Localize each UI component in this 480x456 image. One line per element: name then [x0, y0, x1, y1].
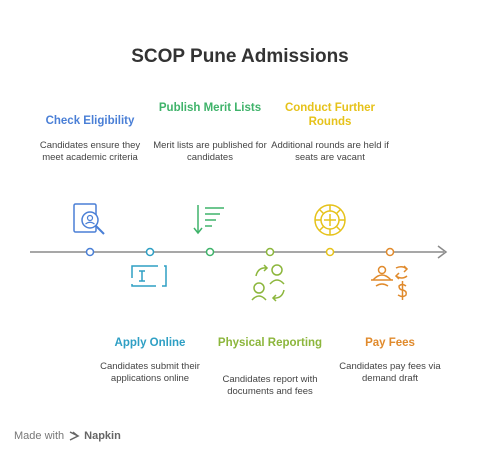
- step-pay-desc: Candidates pay fees via demand draft: [339, 361, 441, 384]
- step-check-desc: Candidates ensure they meet academic cri…: [39, 140, 141, 163]
- footer-prefix: Made with: [14, 430, 65, 442]
- timeline-arrowhead: [437, 245, 448, 259]
- people-exchange-icon: [251, 264, 285, 302]
- timeline-dot-pay: [385, 247, 395, 257]
- page-title: SCOP Pune Admissions: [131, 46, 349, 67]
- step-physical-desc: Candidates report with documents and fee…: [222, 374, 318, 397]
- step-pay-title: Pay Fees: [365, 337, 415, 349]
- sorted-list-icon: [193, 205, 224, 235]
- step-physical-title: Physical Reporting: [217, 337, 323, 349]
- timeline-dot-conduct: [325, 247, 335, 257]
- text-cursor-icon: [131, 265, 167, 287]
- timeline-dot-apply: [145, 247, 155, 257]
- footer: Made with Napkin: [14, 430, 121, 442]
- footer-brand[interactable]: Napkin: [84, 430, 121, 442]
- step-apply-desc: Candidates submit their applications onl…: [100, 361, 200, 384]
- step-apply-title: Apply Online: [114, 337, 186, 349]
- step-conduct-title: Conduct Further Rounds: [284, 102, 376, 128]
- step-conduct-desc: Additional rounds are held if seats are …: [271, 140, 389, 163]
- step-check-title: Check Eligibility: [45, 115, 135, 127]
- payment-icon: [371, 265, 409, 300]
- timeline-dot-physical: [265, 247, 275, 257]
- timeline-dot-check: [85, 247, 95, 257]
- roulette-icon: [314, 204, 346, 236]
- timeline-dot-publish: [205, 247, 215, 257]
- step-publish-desc: Merit lists are published for candidates: [153, 140, 267, 163]
- napkin-logo-icon: [69, 431, 80, 441]
- step-publish-title: Publish Merit Lists: [158, 102, 262, 114]
- magnifier-person-icon: [73, 203, 105, 235]
